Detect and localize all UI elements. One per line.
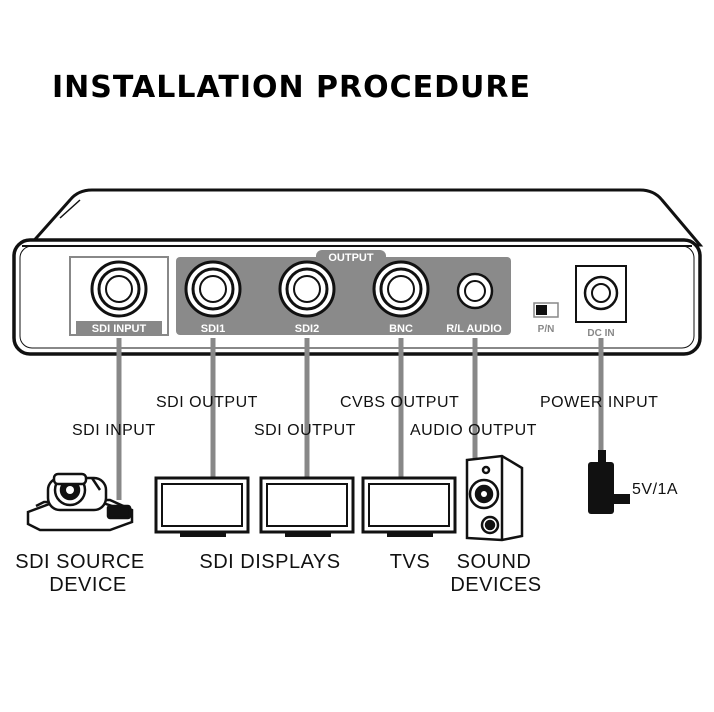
camera-icon bbox=[26, 472, 134, 532]
tv-icon bbox=[361, 476, 457, 537]
sdi-display-1-icon bbox=[154, 476, 250, 537]
power-input-label: POWER INPUT bbox=[540, 394, 658, 411]
sdi-display-2-icon bbox=[259, 476, 355, 537]
rl-audio-port-label: R/L AUDIO bbox=[446, 323, 502, 335]
sdi-output-label-1: SDI OUTPUT bbox=[156, 394, 258, 411]
sdi1-port-label: SDI1 bbox=[201, 323, 225, 335]
output-panel bbox=[176, 257, 511, 335]
sdi-input-label: SDI INPUT bbox=[72, 422, 156, 439]
sound-devices-label-line1: SOUND bbox=[457, 551, 532, 573]
bnc-port-label: BNC bbox=[389, 323, 413, 335]
page-title: INSTALLATION PROCEDURE bbox=[52, 70, 531, 105]
audio-jack bbox=[456, 272, 494, 310]
pn-switch-label: P/N bbox=[538, 324, 555, 335]
sdi2-port-label: SDI2 bbox=[295, 323, 319, 335]
output-group-label: OUTPUT bbox=[328, 252, 374, 264]
sound-devices-label-line2: DEVICES bbox=[450, 574, 541, 596]
sdi-source-label-line2: DEVICE bbox=[49, 574, 126, 596]
sdi2-connector bbox=[278, 260, 336, 318]
cables bbox=[116, 338, 604, 500]
sdi-input-port-label: SDI INPUT bbox=[92, 323, 147, 335]
converter-device: SDI INPUT OUTPUT SDI1 SDI2 BNC R/L AUDIO bbox=[12, 188, 704, 356]
cvbs-output-label: CVBS OUTPUT bbox=[340, 394, 459, 411]
power-spec-label: 5V/1A bbox=[632, 481, 678, 498]
sdi-source-label-line1: SDI SOURCE bbox=[15, 551, 144, 573]
sdi-output-label-2: SDI OUTPUT bbox=[254, 422, 356, 439]
sdi1-connector bbox=[184, 260, 242, 318]
bnc-connector bbox=[372, 260, 430, 318]
sdi-displays-label: SDI DISPLAYS bbox=[199, 551, 340, 573]
audio-output-label: AUDIO OUTPUT bbox=[410, 422, 537, 439]
speaker-icon bbox=[465, 454, 524, 542]
dc-in-label: DC IN bbox=[587, 328, 614, 339]
power-adapter-icon bbox=[588, 450, 630, 514]
tvs-label: TVS bbox=[390, 551, 430, 573]
